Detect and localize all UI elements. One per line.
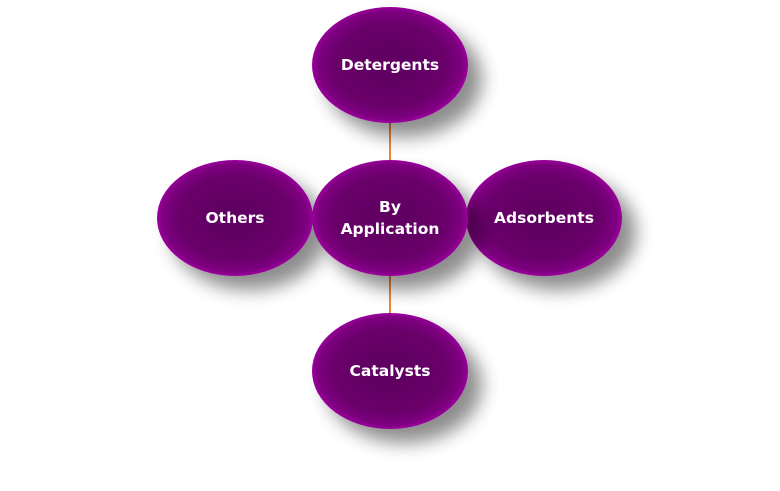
node-detergents: Detergents bbox=[312, 7, 468, 123]
node-label-detergents: Detergents bbox=[341, 56, 439, 74]
node-catalysts: Catalysts bbox=[312, 313, 468, 429]
node-others: Others bbox=[157, 160, 313, 276]
node-label-others: Others bbox=[205, 209, 264, 227]
node-ellipse-center bbox=[312, 160, 468, 276]
node-adsorbents: Adsorbents bbox=[466, 160, 622, 276]
node-label-adsorbents: Adsorbents bbox=[494, 209, 594, 227]
node-label-center: By bbox=[379, 198, 401, 216]
node-ellipse-others bbox=[157, 160, 313, 276]
node-label-center: Application bbox=[341, 220, 440, 238]
node-ellipse-detergents bbox=[312, 7, 468, 123]
node-ellipse-catalysts bbox=[312, 313, 468, 429]
node-ellipse-adsorbents bbox=[466, 160, 622, 276]
node-label-catalysts: Catalysts bbox=[350, 362, 431, 380]
